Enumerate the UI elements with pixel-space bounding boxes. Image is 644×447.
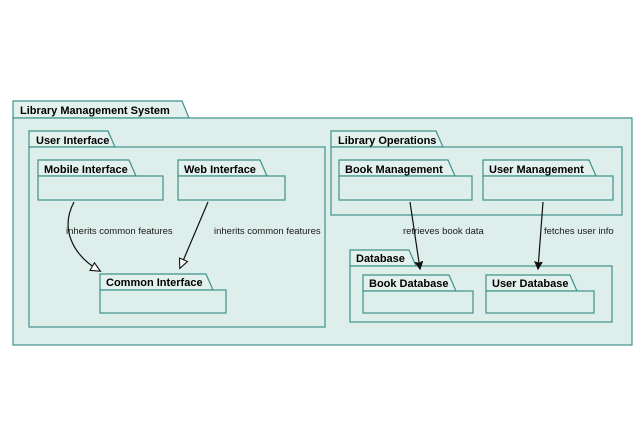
package-body <box>37 175 164 201</box>
connector-user-mgmt-to-user-db[interactable] <box>538 201 544 269</box>
package-user-database[interactable] <box>485 274 595 314</box>
connector-web-to-common[interactable] <box>180 201 209 268</box>
package-body <box>338 175 473 201</box>
connector-book-mgmt-to-book-db[interactable] <box>409 201 420 269</box>
package-label-user-interface: User Interface <box>36 135 110 147</box>
package-web-interface[interactable] <box>177 159 286 201</box>
package-body <box>99 289 227 314</box>
package-user-management[interactable] <box>482 159 614 201</box>
package-book-database[interactable] <box>362 274 474 314</box>
package-book-management[interactable] <box>338 159 473 201</box>
connector-label-user-mgmt-to-user-db: fetches user info <box>544 226 614 237</box>
connector-layer <box>67 201 544 271</box>
package-label-book-management: Book Management <box>345 164 443 176</box>
package-body <box>485 290 595 314</box>
connector-mobile-to-common[interactable] <box>67 201 100 271</box>
package-shapes-layer <box>12 100 633 346</box>
package-label-library-management-system: Library Management System <box>20 105 170 117</box>
package-label-user-database: User Database <box>492 278 569 290</box>
package-label-library-operations: Library Operations <box>338 135 437 147</box>
package-common-interface[interactable] <box>99 273 227 314</box>
package-label-user-management: User Management <box>489 164 584 176</box>
package-label-mobile-interface: Mobile Interface <box>44 164 128 176</box>
package-body <box>482 175 614 201</box>
package-label-web-interface: Web Interface <box>184 164 256 176</box>
package-label-common-interface: Common Interface <box>106 277 203 289</box>
package-body <box>362 290 474 314</box>
package-mobile-interface[interactable] <box>37 159 164 201</box>
package-label-book-database: Book Database <box>369 278 449 290</box>
package-body <box>177 175 286 201</box>
connector-label-book-mgmt-to-book-db: retrieves book data <box>403 226 484 237</box>
connector-label-web-to-common: inherits common features <box>214 226 321 237</box>
connector-label-mobile-to-common: inherits common features <box>66 226 173 237</box>
package-label-database: Database <box>356 253 405 265</box>
